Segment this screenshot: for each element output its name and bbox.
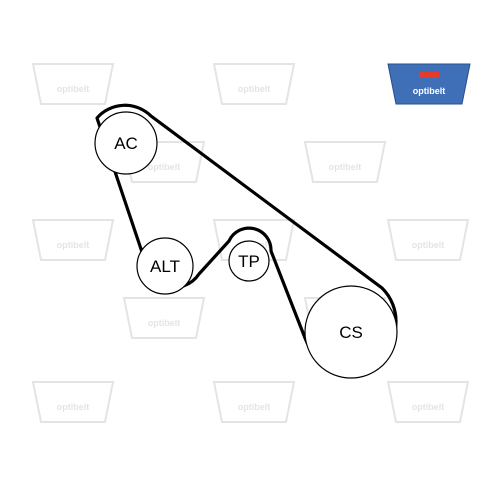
pulley-tp-label: TP	[238, 252, 260, 271]
brand-logo-stripe	[419, 72, 439, 78]
pulley-ac: AC	[94, 111, 158, 175]
pulley-ac-label: AC	[114, 134, 138, 153]
watermark-text: optibelt	[412, 240, 445, 250]
watermark-text: optibelt	[57, 240, 90, 250]
watermark-badge	[31, 63, 115, 105]
watermark-text: optibelt	[238, 402, 271, 412]
watermark-mark: optibelt	[386, 219, 470, 261]
watermark-text: optibelt	[412, 402, 445, 412]
watermark-text: optibelt	[148, 318, 181, 328]
watermark-badge	[303, 141, 387, 183]
watermark-badge	[122, 297, 206, 339]
watermark-text: optibelt	[57, 84, 90, 94]
watermark-text: optibelt	[57, 402, 90, 412]
pulley-cs: CS	[304, 285, 398, 379]
watermark-text: optibelt	[238, 84, 271, 94]
watermark-badge	[31, 381, 115, 423]
watermark-text: optibelt	[148, 162, 181, 172]
brand-logo: optibelt	[387, 63, 471, 105]
watermark-badge	[212, 63, 296, 105]
watermark-mark: optibelt	[212, 63, 296, 105]
pulley-alt-label: ALT	[150, 257, 180, 276]
watermark-mark: optibelt	[303, 141, 387, 183]
pulley-tp-circle	[228, 240, 270, 282]
watermark-badge	[386, 219, 470, 261]
watermark-text: optibelt	[329, 162, 362, 172]
pulley-tp: TP	[228, 240, 270, 282]
pulley-alt-circle	[136, 237, 194, 295]
watermark-badge	[386, 381, 470, 423]
watermark-mark: optibelt	[122, 297, 206, 339]
watermark-mark: optibelt	[31, 381, 115, 423]
pulley-cs-circle	[304, 285, 398, 379]
watermark-badge	[31, 219, 115, 261]
pulley-ac-circle	[94, 111, 158, 175]
watermark-mark: optibelt	[386, 381, 470, 423]
watermark-mark: optibelt	[31, 219, 115, 261]
brand-logo-badge	[387, 63, 471, 105]
pulley-alt: ALT	[136, 237, 194, 295]
pulley-cs-label: CS	[339, 323, 363, 342]
watermark-mark: optibelt	[212, 381, 296, 423]
watermark-badge	[212, 219, 296, 261]
brand-logo-text: optibelt	[413, 86, 446, 96]
watermark-mark: optibelt	[31, 63, 115, 105]
watermark-badge	[212, 381, 296, 423]
